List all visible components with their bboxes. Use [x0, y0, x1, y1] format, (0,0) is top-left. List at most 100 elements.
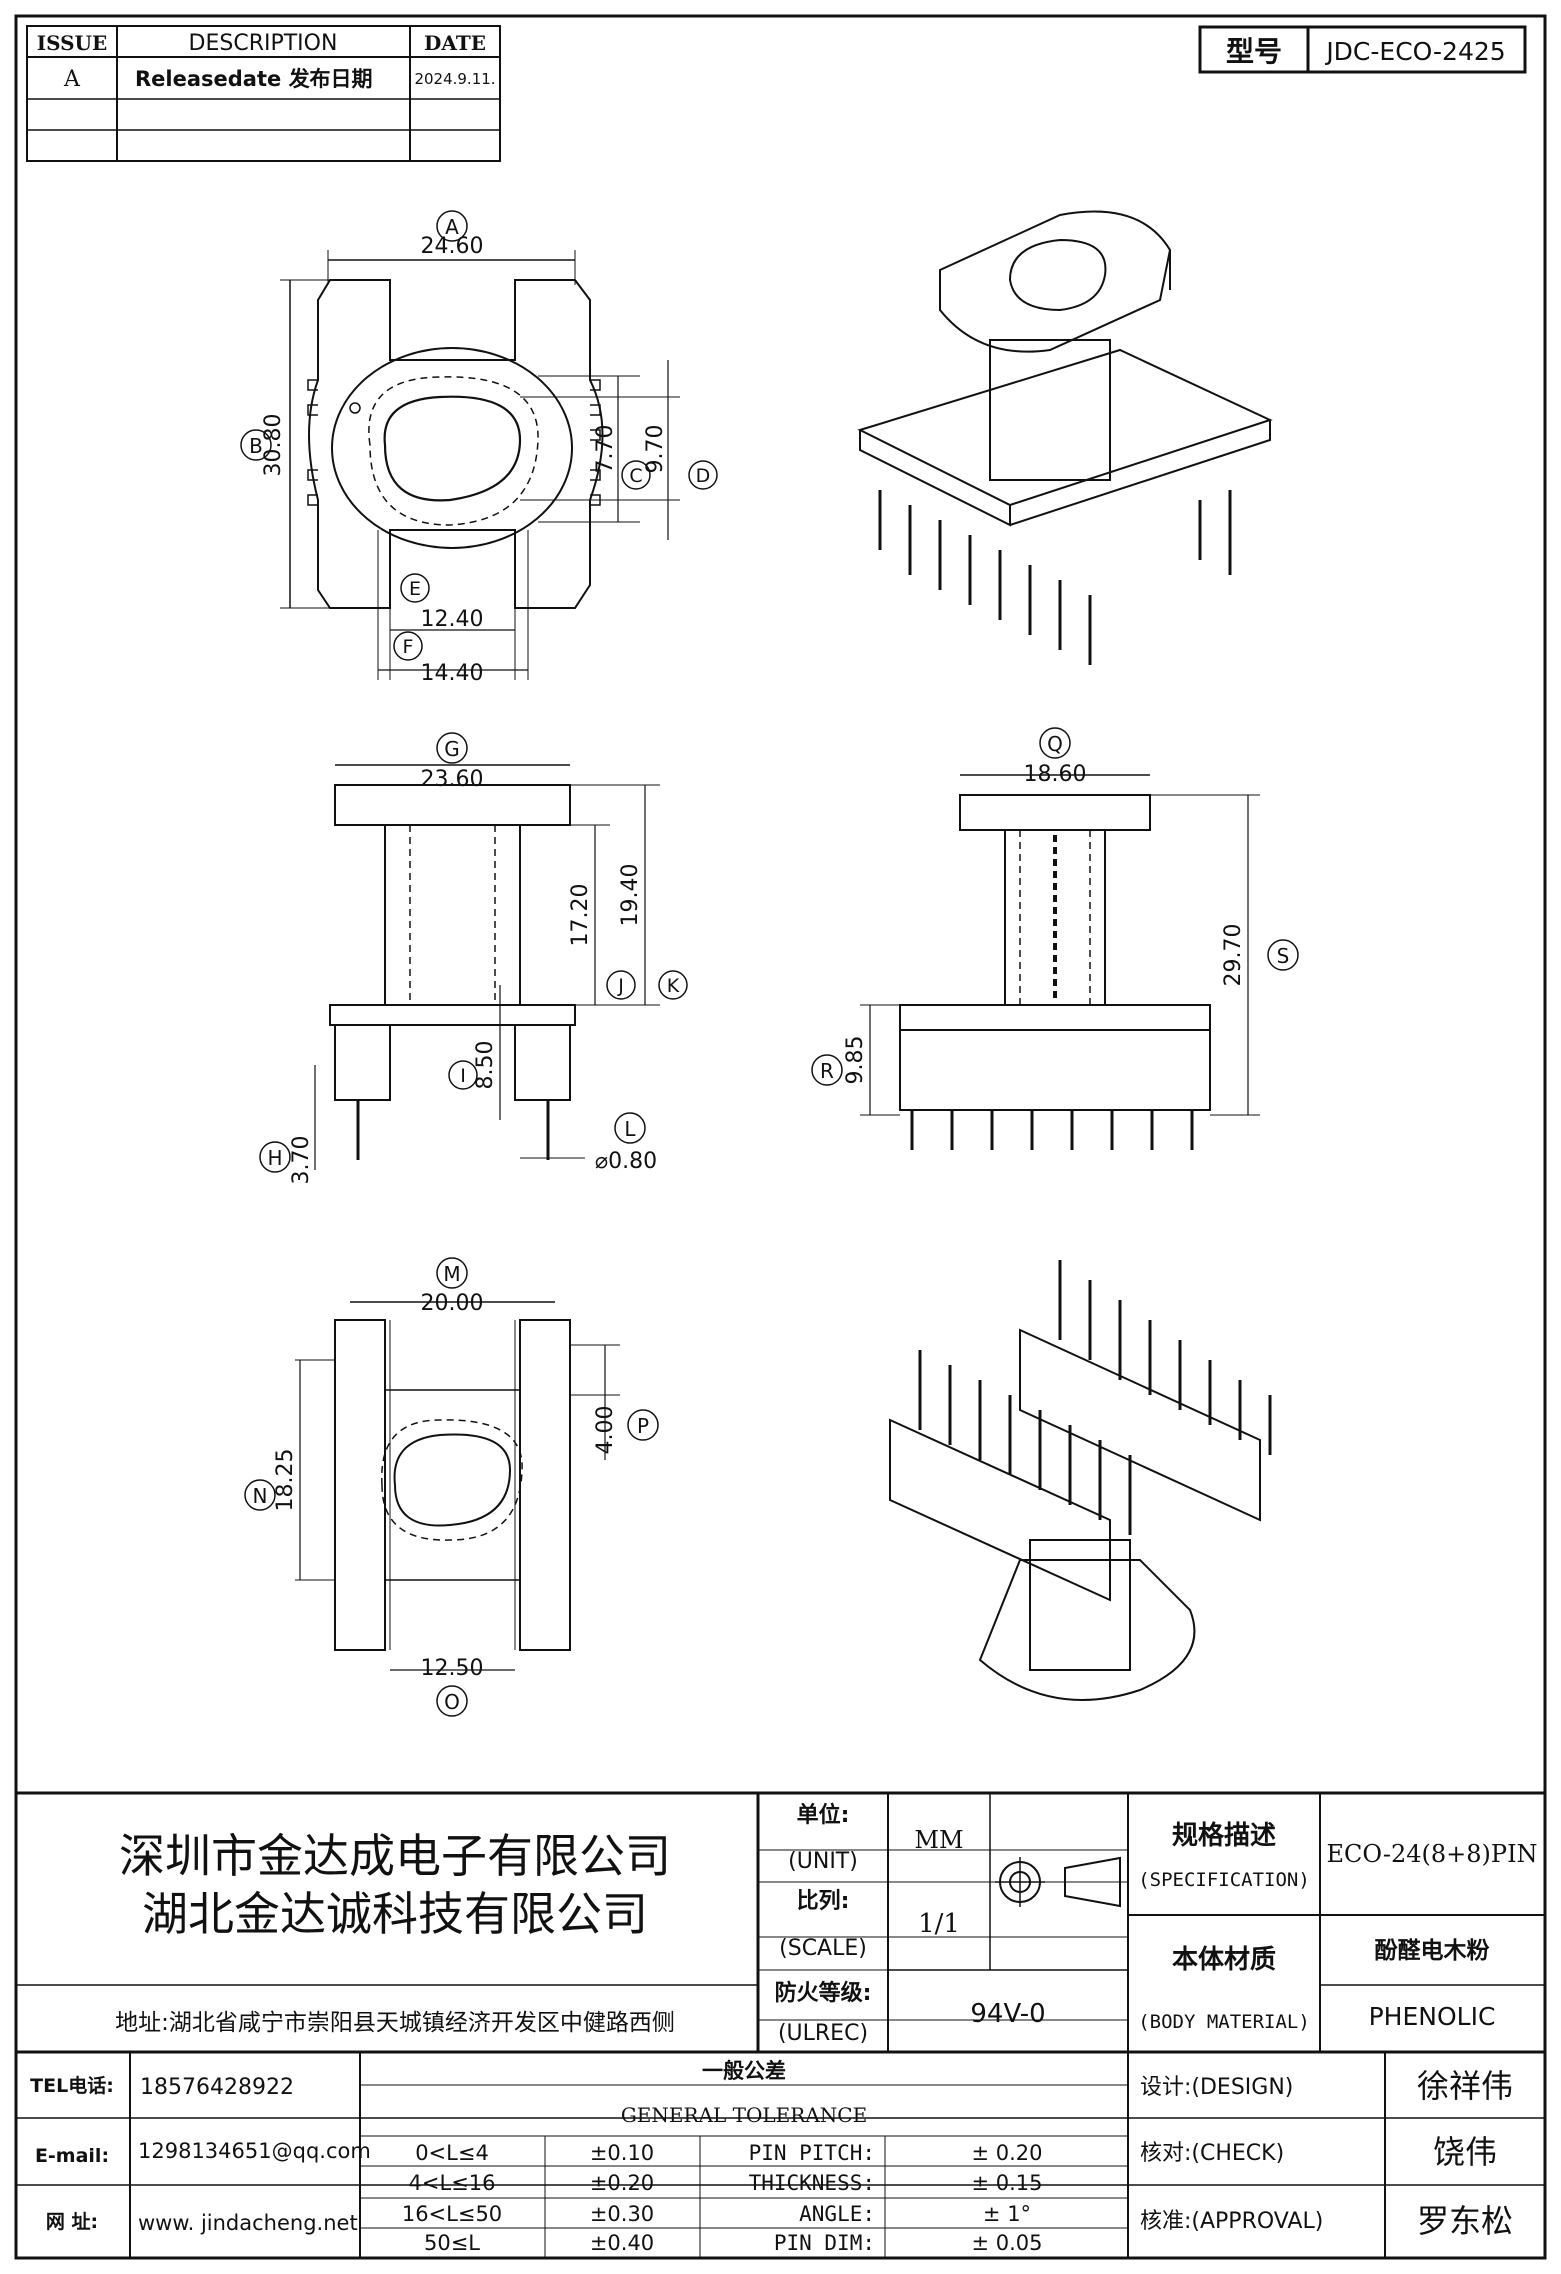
dim-B-letter: B	[249, 434, 263, 458]
model-label: 型号	[1226, 35, 1282, 68]
isometric-top-view	[857, 210, 1273, 665]
dim-H-value: 3.70	[289, 1136, 314, 1185]
dim-K-letter: K	[667, 975, 680, 997]
web-label: 网 址:	[46, 2211, 98, 2233]
scale-label-cn: 比列:	[797, 1889, 850, 1914]
tolerance-value: ±0.30	[590, 2202, 654, 2226]
dim-C-value: 7.70	[593, 425, 618, 474]
front-view: 18.60 Q 29.70 S 9.85 R	[811, 727, 1299, 1150]
dim-S-letter: S	[1277, 944, 1290, 968]
dim-R-letter: R	[820, 1059, 834, 1083]
dim-E-letter: E	[409, 578, 421, 600]
ulrec-label-cn: 防火等级:	[775, 1980, 872, 2006]
dim-O-value: 12.50	[421, 1656, 484, 1681]
dim-D-value: 9.70	[643, 425, 668, 474]
date-header: DATE	[424, 31, 486, 55]
model-box: 型号 JDC-ECO-2425	[1198, 25, 1527, 74]
unit-value: MM	[914, 1826, 963, 1854]
tolerance-item: PIN DIM:	[774, 2231, 875, 2255]
tolerance-range: 16<L≤50	[402, 2202, 502, 2226]
tolerance-item: PIN PITCH:	[749, 2141, 875, 2165]
tolerance-label-en: GENERAL TOLERANCE	[621, 2103, 867, 2127]
tolerance-row: 0<L≤4 ±0.10 PIN PITCH: ± 0.20	[415, 2141, 1042, 2165]
dim-Q-letter: Q	[1047, 732, 1063, 756]
dim-C-letter: C	[629, 465, 642, 487]
approval-name: 罗东松	[1417, 2202, 1513, 2240]
dim-J-letter: J	[617, 975, 624, 997]
tolerance-row: 4<L≤16 ±0.20 THICKNESS: ± 0.15	[409, 2171, 1043, 2195]
web-value: www. jindacheng.net	[138, 2211, 358, 2235]
check-label: 核对:(CHECK)	[1140, 2141, 1284, 2166]
dim-M-letter: M	[443, 1262, 460, 1286]
isometric-pins-top	[878, 490, 1232, 665]
dim-R-value: 9.85	[843, 1036, 868, 1085]
email-label: E-mail:	[35, 2145, 109, 2167]
dim-F-value: 14.40	[421, 661, 484, 686]
dim-O-letter: O	[444, 1690, 460, 1714]
projection-symbol	[995, 1856, 1121, 1908]
material-label-cn: 本体材质	[1172, 1945, 1276, 1975]
tolerance-row: 50≤L ±0.40 PIN DIM: ± 0.05	[424, 2231, 1043, 2255]
unit-label-en: (UNIT)	[788, 1849, 858, 1874]
dim-K-value: 19.40	[618, 864, 643, 927]
issue-cell: A	[63, 67, 81, 92]
spec-value: ECO-24(8+8)PIN	[1326, 1840, 1537, 1868]
tolerance-item-value: ± 0.20	[971, 2141, 1042, 2165]
tolerance-value: ±0.10	[590, 2141, 654, 2165]
contact-tolerance-table: TEL电话: 18576428922 E-mail: 1298134651@qq…	[16, 2052, 1545, 2258]
dim-L-letter: L	[624, 1117, 636, 1141]
tel-value: 18576428922	[140, 2075, 294, 2100]
company-address: 地址:湖北省咸宁市崇阳县天城镇经济开发区中健路西侧	[115, 2010, 675, 2036]
material-value-en: PHENOLIC	[1369, 2002, 1496, 2031]
title-block: 深圳市金达成电子有限公司 湖北金达诚科技有限公司 地址:湖北省咸宁市崇阳县天城镇…	[16, 1791, 1545, 2054]
tolerance-item: THICKNESS:	[749, 2171, 875, 2195]
dim-N-value: 18.25	[273, 1449, 298, 1512]
material-value-cn: 酚醛电木粉	[1375, 1938, 1490, 1964]
dim-I-letter: I	[460, 1065, 466, 1087]
tolerance-range: 50≤L	[424, 2231, 480, 2255]
description-header: DESCRIPTION	[189, 31, 338, 56]
dim-N-letter: N	[253, 1484, 268, 1508]
dim-A-value: 24.60	[421, 234, 484, 259]
company-name-2: 湖北金达诚科技有限公司	[142, 1887, 648, 1941]
tolerance-range: 4<L≤16	[409, 2171, 496, 2195]
ulrec-label-en: (ULREC)	[778, 2021, 868, 2046]
dim-I-value: 8.50	[473, 1041, 498, 1090]
tolerance-row: 16<L≤50 ±0.30 ANGLE: ± 1°	[402, 2202, 1031, 2226]
dim-D-letter: D	[696, 465, 711, 487]
tolerance-value: ±0.40	[590, 2231, 654, 2255]
tolerance-item-value: ± 0.05	[971, 2231, 1042, 2255]
tolerance-range: 0<L≤4	[415, 2141, 489, 2165]
dim-E-value: 12.40	[421, 607, 484, 632]
dim-P-letter: P	[637, 1414, 649, 1438]
top-view: 24.60 A 30.80 B 7.70 9.70 C D 12.40 14.4…	[240, 210, 718, 686]
dim-B-value: 30.80	[261, 414, 286, 477]
tolerance-value: ±0.20	[590, 2171, 654, 2195]
side-view: 23.60 G 17.20 19.40 J K 8.50 I 3.70 H ⌀0…	[259, 732, 688, 1185]
isometric-bottom-view	[889, 1260, 1272, 1701]
isometric-pins-bottom	[918, 1260, 1272, 1535]
email-value: 1298134651@qq.com	[138, 2139, 371, 2163]
company-name-1: 深圳市金达成电子有限公司	[119, 1829, 671, 1883]
description-cell: Releasedate 发布日期	[135, 67, 373, 91]
dim-J-value: 17.20	[568, 884, 593, 947]
sheet-border	[14, 14, 1547, 2260]
revision-table: ISSUE DESCRIPTION DATE A Releasedate 发布日…	[26, 25, 501, 162]
design-label: 设计:(DESIGN)	[1140, 2075, 1293, 2100]
bottom-view: 20.00 M 18.25 N 4.00 P 12.50 O	[244, 1257, 659, 1717]
front-view-pins	[910, 1110, 1194, 1150]
issue-header: ISSUE	[37, 31, 108, 55]
ulrec-value: 94V-0	[970, 1999, 1045, 2029]
approval-label: 核准:(APPROVAL)	[1140, 2209, 1323, 2234]
dim-L-value: ⌀0.80	[595, 1149, 657, 1174]
unit-label-cn: 单位:	[797, 1802, 850, 1828]
dim-S-value: 29.70	[1221, 924, 1246, 987]
check-name: 饶伟	[1433, 2133, 1497, 2171]
scale-label-en: (SCALE)	[779, 1936, 867, 1961]
tolerance-item-value: ± 1°	[983, 2202, 1031, 2226]
tolerance-item: ANGLE:	[799, 2202, 875, 2226]
design-name: 徐祥伟	[1417, 2067, 1513, 2105]
dim-Q-value: 18.60	[1024, 762, 1087, 787]
dim-F-letter: F	[403, 636, 414, 658]
